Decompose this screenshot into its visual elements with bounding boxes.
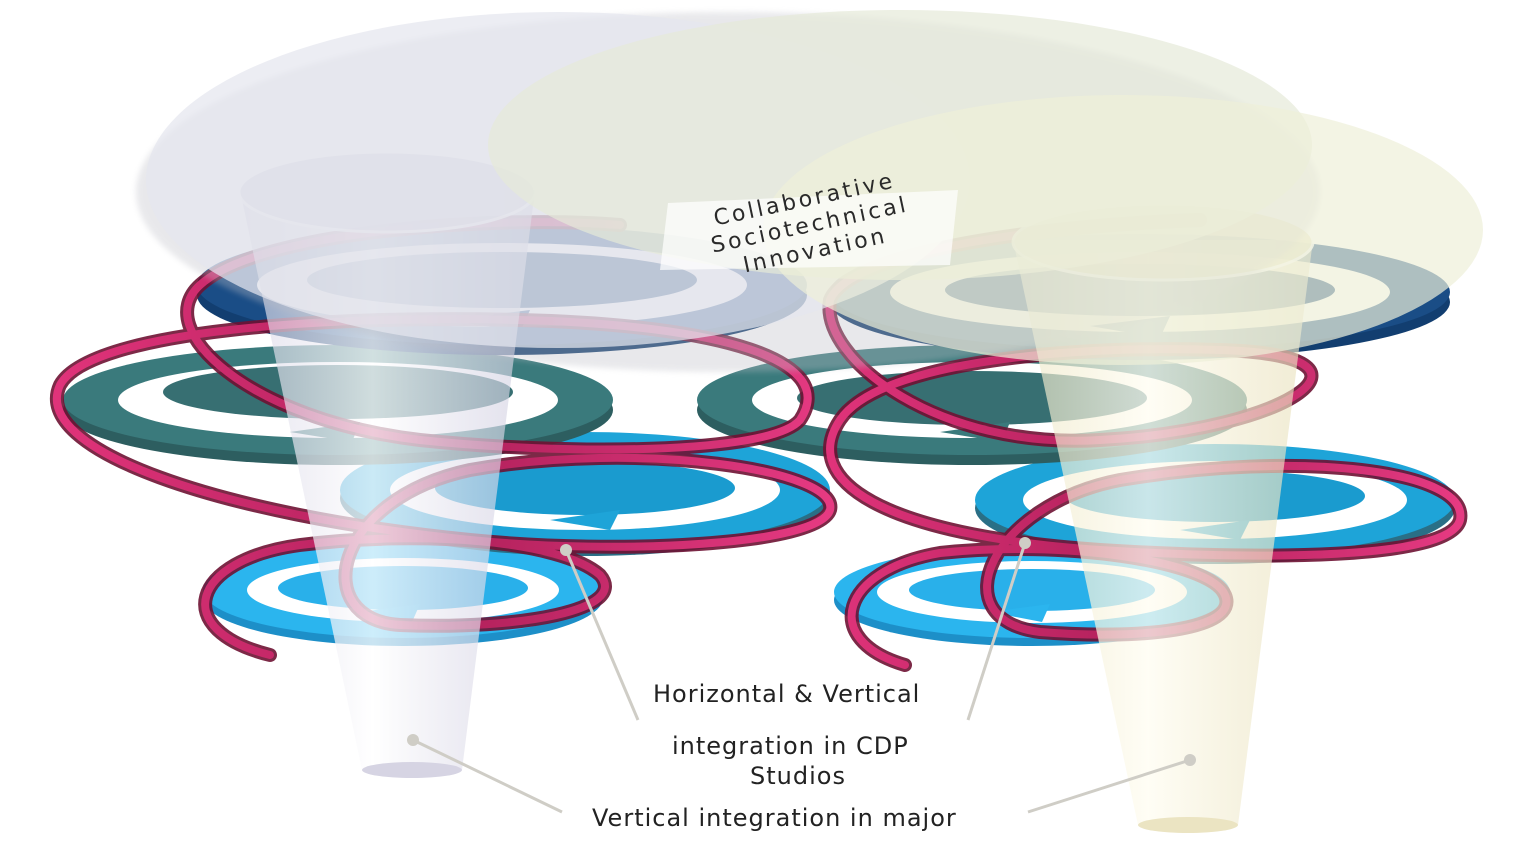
innovation-cloud: Collaborative Sociotechnical Innovation — [136, 10, 1483, 372]
callout-leaders — [412, 542, 1191, 814]
callout-dots — [407, 537, 1196, 766]
horizontal-integration-label-line-2: integration in CDP — [672, 732, 909, 760]
horizontal-integration-label-line-3: Studios — [750, 762, 846, 790]
horizontal-integration-label-line-1: Horizontal & Vertical — [653, 680, 921, 708]
vertical-integration-label: Vertical integration in major — [592, 804, 957, 832]
